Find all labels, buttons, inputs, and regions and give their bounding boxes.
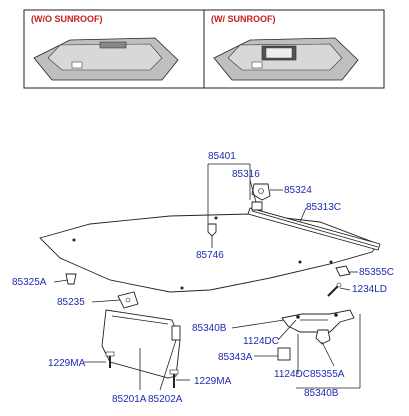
clip-85355A: [315, 329, 331, 345]
label-1229MA-bottom: 1229MA: [194, 376, 232, 387]
label-85355A: 85355A: [310, 369, 345, 380]
clip-85355C: [335, 265, 351, 277]
clip-85746: [207, 223, 217, 244]
headliner-thumbnail-sunroof: [213, 37, 359, 81]
label-85340B-bottom: 85340B: [304, 388, 339, 399]
label-85316: 85316: [232, 169, 260, 180]
clip-85324: [251, 183, 271, 201]
clip-85343A: [277, 347, 291, 361]
inset-without-sunroof-title: (W/O SUNROOF): [31, 14, 103, 24]
label-1124DC-a: 1124DC: [243, 336, 279, 347]
label-85313C: 85313C: [306, 202, 341, 213]
roof-trim-strip: [247, 207, 381, 251]
inset-with-sunroof-title: (W/ SUNROOF): [211, 14, 276, 24]
label-1234LD: 1234LD: [352, 284, 387, 295]
screw-1229MA-bottom: [169, 369, 179, 388]
label-85401: 85401: [208, 151, 236, 162]
label-1229MA-left: 1229MA: [48, 358, 86, 369]
label-85340B-top: 85340B: [192, 323, 227, 334]
inset-without-sunroof: (W/O SUNROOF): [23, 9, 205, 89]
visor-holder-85235: [117, 291, 139, 309]
label-85324: 85324: [284, 185, 312, 196]
label-85235: 85235: [57, 297, 85, 308]
part-labels: 85401 85316 85324 85313C 85746 85325A 85…: [12, 151, 394, 405]
clip-85316: [251, 201, 263, 211]
sun-visor: [101, 309, 181, 379]
clip-85325A: [65, 273, 77, 285]
inset-with-sunroof: (W/ SUNROOF): [203, 9, 385, 89]
headliner-thumbnail-plain: [33, 37, 179, 81]
label-85202A: 85202A: [148, 394, 183, 405]
screw-1234LD: [327, 282, 342, 297]
label-85355C: 85355C: [359, 267, 394, 278]
headliner-panel: [39, 213, 379, 293]
leader-lines: [53, 163, 361, 391]
screw-1229MA-left: [105, 351, 115, 368]
label-1124DC-b: 1124DC: [274, 369, 310, 380]
assist-grip-85340B: [281, 309, 355, 333]
label-85201A: 85201A: [112, 394, 147, 405]
label-85325A: 85325A: [12, 277, 47, 288]
label-85746: 85746: [196, 250, 224, 261]
label-85343A: 85343A: [218, 352, 253, 363]
